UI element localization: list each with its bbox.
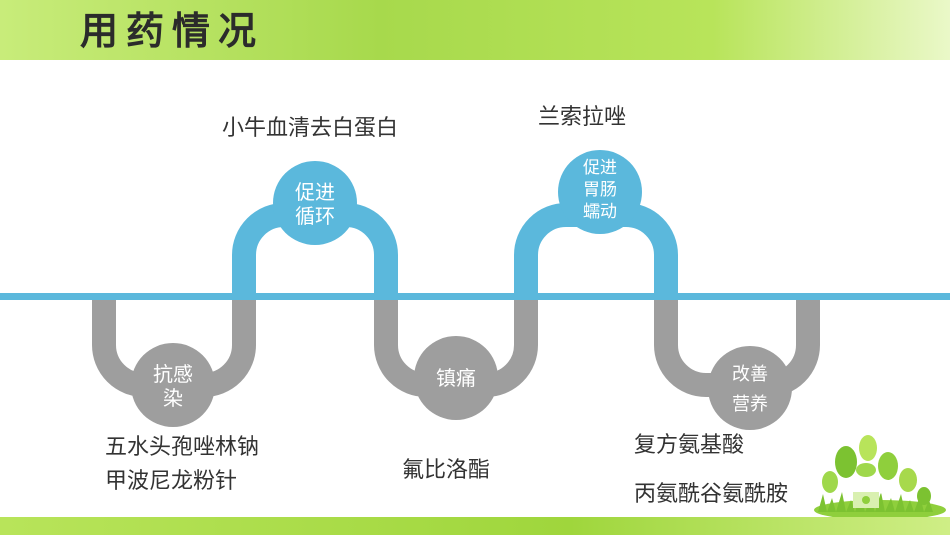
node-label-anti-infection: 抗感 染 (153, 362, 193, 410)
timeline-line (0, 293, 950, 300)
drug-label-anti-infection-1: 五水头孢唑林钠 (105, 435, 260, 460)
drug-label-circulation-1: 小牛血清去白蛋白 (222, 116, 399, 141)
node-label-analgesia: 镇痛 (436, 366, 476, 390)
footer-bar (0, 517, 950, 535)
node-circle-analgesia (414, 336, 498, 420)
drug-label-nutrition-1: 复方氨基酸 (634, 433, 745, 458)
drug-label-anti-infection-2: 甲波尼龙粉针 (105, 469, 238, 494)
drug-label-nutrition-2: 丙氨酰谷氨酰胺 (634, 482, 789, 507)
node-circle-peristalsis (558, 150, 642, 234)
node-circle-circulation (273, 161, 357, 245)
header-bar (0, 0, 950, 60)
drug-label-peristalsis-1: 兰索拉唑 (538, 105, 627, 130)
node-label-peristalsis: 促进 胃肠 蠕动 (583, 158, 617, 222)
page-title: 用药情况 (80, 9, 265, 53)
node-circle-nutrition (708, 346, 792, 430)
node-label-nutrition: 改善 营养 (732, 364, 768, 415)
node-label-circulation: 促进 循环 (295, 180, 335, 228)
node-circle-anti-infection (131, 343, 215, 427)
eco-house-icon (814, 435, 946, 520)
drug-label-analgesia-1: 氟比洛酯 (402, 458, 491, 483)
